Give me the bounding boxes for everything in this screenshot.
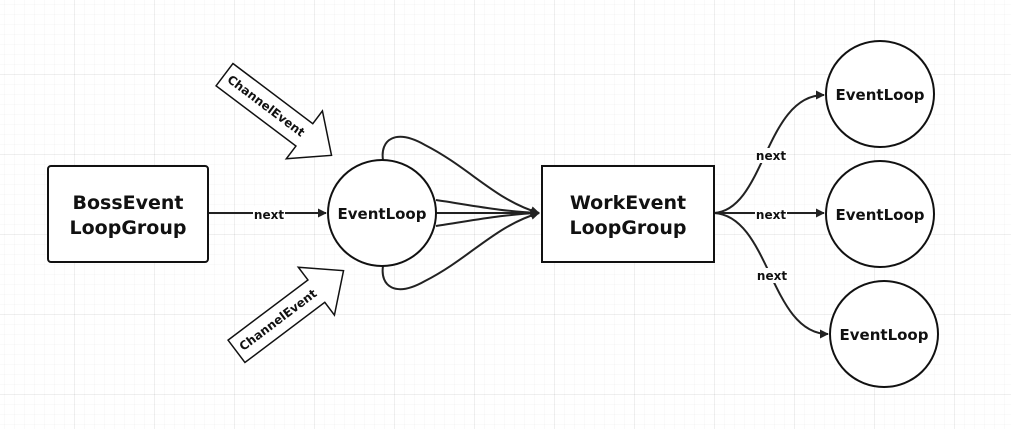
edge-eventloop-to-work-mid-upper: [435, 199, 540, 214]
edge-label-work-next-1: next: [756, 149, 786, 163]
boss-eventloop-label: EventLoop: [338, 205, 427, 223]
worker-eventloop-node-2[interactable]: EventLoop: [825, 160, 935, 268]
channel-event-label-lower: ChannelEvent: [237, 286, 320, 353]
worker-eventloop-label-1: EventLoop: [836, 86, 925, 104]
channel-event-arrow-upper: ChannelEvent: [215, 62, 333, 160]
work-group-label-line2: LoopGroup: [570, 217, 687, 239]
worker-eventloop-label-2: EventLoop: [836, 206, 925, 224]
boss-eventloop-node[interactable]: EventLoop: [327, 159, 437, 267]
boss-group-node[interactable]: BossEvent LoopGroup: [47, 165, 209, 263]
edge-eventloop-to-work-mid-lower: [435, 212, 540, 227]
edge-labels: next next next next: [253, 148, 788, 283]
worker-eventloop-node-3[interactable]: EventLoop: [829, 280, 939, 388]
worker-eventloop-node-1[interactable]: EventLoop: [825, 40, 935, 148]
edge-label-boss-next: next: [254, 208, 284, 222]
work-group-node[interactable]: WorkEvent LoopGroup: [541, 165, 715, 263]
channel-event-arrow-lower: ChannelEvent: [227, 266, 345, 364]
work-group-label-line1: WorkEvent: [570, 192, 686, 214]
boss-group-label-line2: LoopGroup: [70, 217, 187, 239]
channel-event-label-upper: ChannelEvent: [225, 72, 308, 139]
worker-eventloop-label-3: EventLoop: [840, 326, 929, 344]
edge-eventloop-to-work-lower: [381, 210, 540, 291]
edge-label-work-next-2: next: [756, 208, 786, 222]
boss-group-label-line1: BossEvent: [72, 192, 183, 214]
edge-label-work-next-3: next: [757, 269, 787, 283]
edge-eventloop-to-work-upper: [381, 135, 540, 216]
